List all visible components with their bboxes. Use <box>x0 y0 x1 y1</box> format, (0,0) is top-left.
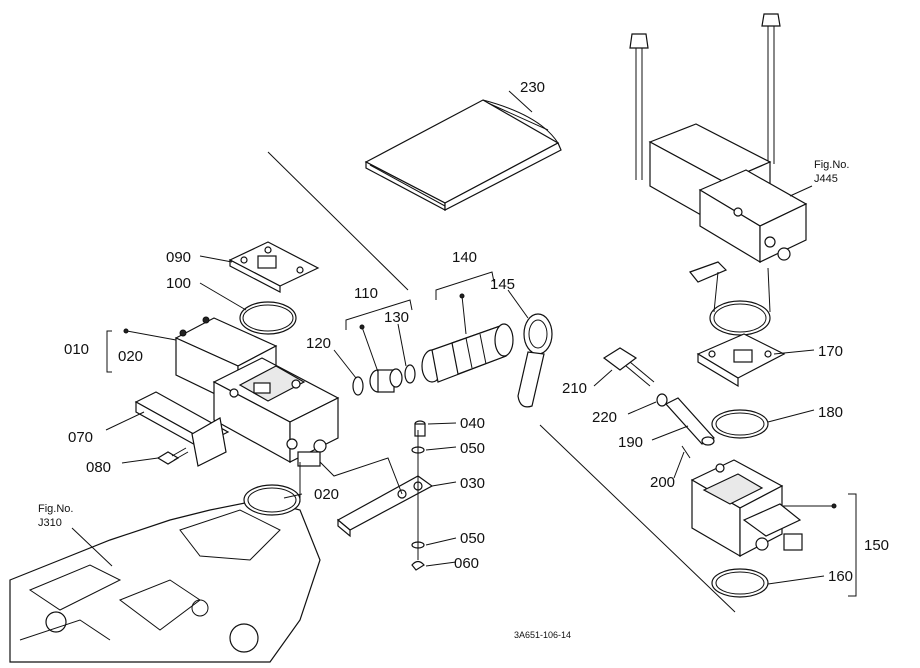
manual-booklet <box>364 99 562 211</box>
label-030: 030 <box>460 475 485 492</box>
leader-lines <box>71 185 857 597</box>
o-ring-160-inner <box>715 571 765 595</box>
label-140: 140 <box>452 249 477 266</box>
clip-060 <box>411 560 425 571</box>
ref-j445-code: J445 <box>814 173 838 185</box>
pin-040 <box>414 420 426 437</box>
assembly-j445 <box>629 13 808 283</box>
label-220: 220 <box>592 409 617 426</box>
o-ring-180 <box>711 409 769 439</box>
o-ring-100 <box>239 301 297 335</box>
label-100: 100 <box>166 275 191 292</box>
ref-j445-title: Fig.No. <box>814 159 849 171</box>
label-230: 230 <box>520 79 545 96</box>
label-020-upper: 020 <box>118 348 143 365</box>
sleeve-190 <box>665 397 715 446</box>
coupler-140 <box>421 323 514 383</box>
guide-lines-right <box>713 267 771 313</box>
label-050-upper: 050 <box>460 440 485 457</box>
plug-parts-110 <box>352 364 416 396</box>
cover-plate-090 <box>228 241 320 293</box>
dust-cap-145 <box>517 313 553 408</box>
ring-220 <box>656 393 668 407</box>
label-130: 130 <box>384 309 409 326</box>
label-120: 120 <box>306 335 331 352</box>
label-060: 060 <box>454 555 479 572</box>
label-020-lower: 020 <box>314 486 339 503</box>
o-ring-180-inner <box>715 412 765 436</box>
label-110: 110 <box>354 285 378 302</box>
label-170: 170 <box>818 343 843 360</box>
valve-assembly-left <box>174 316 340 467</box>
label-200: 200 <box>650 474 675 491</box>
ref-j310-title: Fig.No. <box>38 503 73 515</box>
label-150: 150 <box>864 537 889 554</box>
label-090: 090 <box>166 249 191 266</box>
label-160: 160 <box>828 568 853 585</box>
leader-dots <box>123 293 837 509</box>
section-lines <box>267 151 736 613</box>
o-ring-020-lower-inner <box>247 487 297 513</box>
o-ring-100-inner <box>242 304 294 332</box>
o-ring-160 <box>711 568 769 598</box>
bracket-070 <box>134 391 230 467</box>
label-080: 080 <box>86 459 111 476</box>
ref-j310-code: J310 <box>38 517 62 529</box>
label-010: 010 <box>64 341 89 358</box>
o-ring-right-upper <box>709 300 771 336</box>
drawing-code: 3A651-106-14 <box>514 630 571 640</box>
pin-200 <box>681 445 691 459</box>
label-050-lower: 050 <box>460 530 485 547</box>
label-210: 210 <box>562 380 587 397</box>
label-040: 040 <box>460 415 485 432</box>
bolt-080 <box>156 447 189 465</box>
knob-210 <box>602 347 655 387</box>
valve-150 <box>690 459 803 558</box>
label-180: 180 <box>818 404 843 421</box>
label-145: 145 <box>490 276 515 293</box>
label-190: 190 <box>618 434 643 451</box>
label-070: 070 <box>68 429 93 446</box>
connecting-lines-left <box>299 430 419 560</box>
leader-230 <box>508 90 533 113</box>
o-ring-020-lower <box>243 484 301 516</box>
cover-plate-170 <box>696 333 786 388</box>
o-ring-right-upper-inner <box>713 303 767 333</box>
